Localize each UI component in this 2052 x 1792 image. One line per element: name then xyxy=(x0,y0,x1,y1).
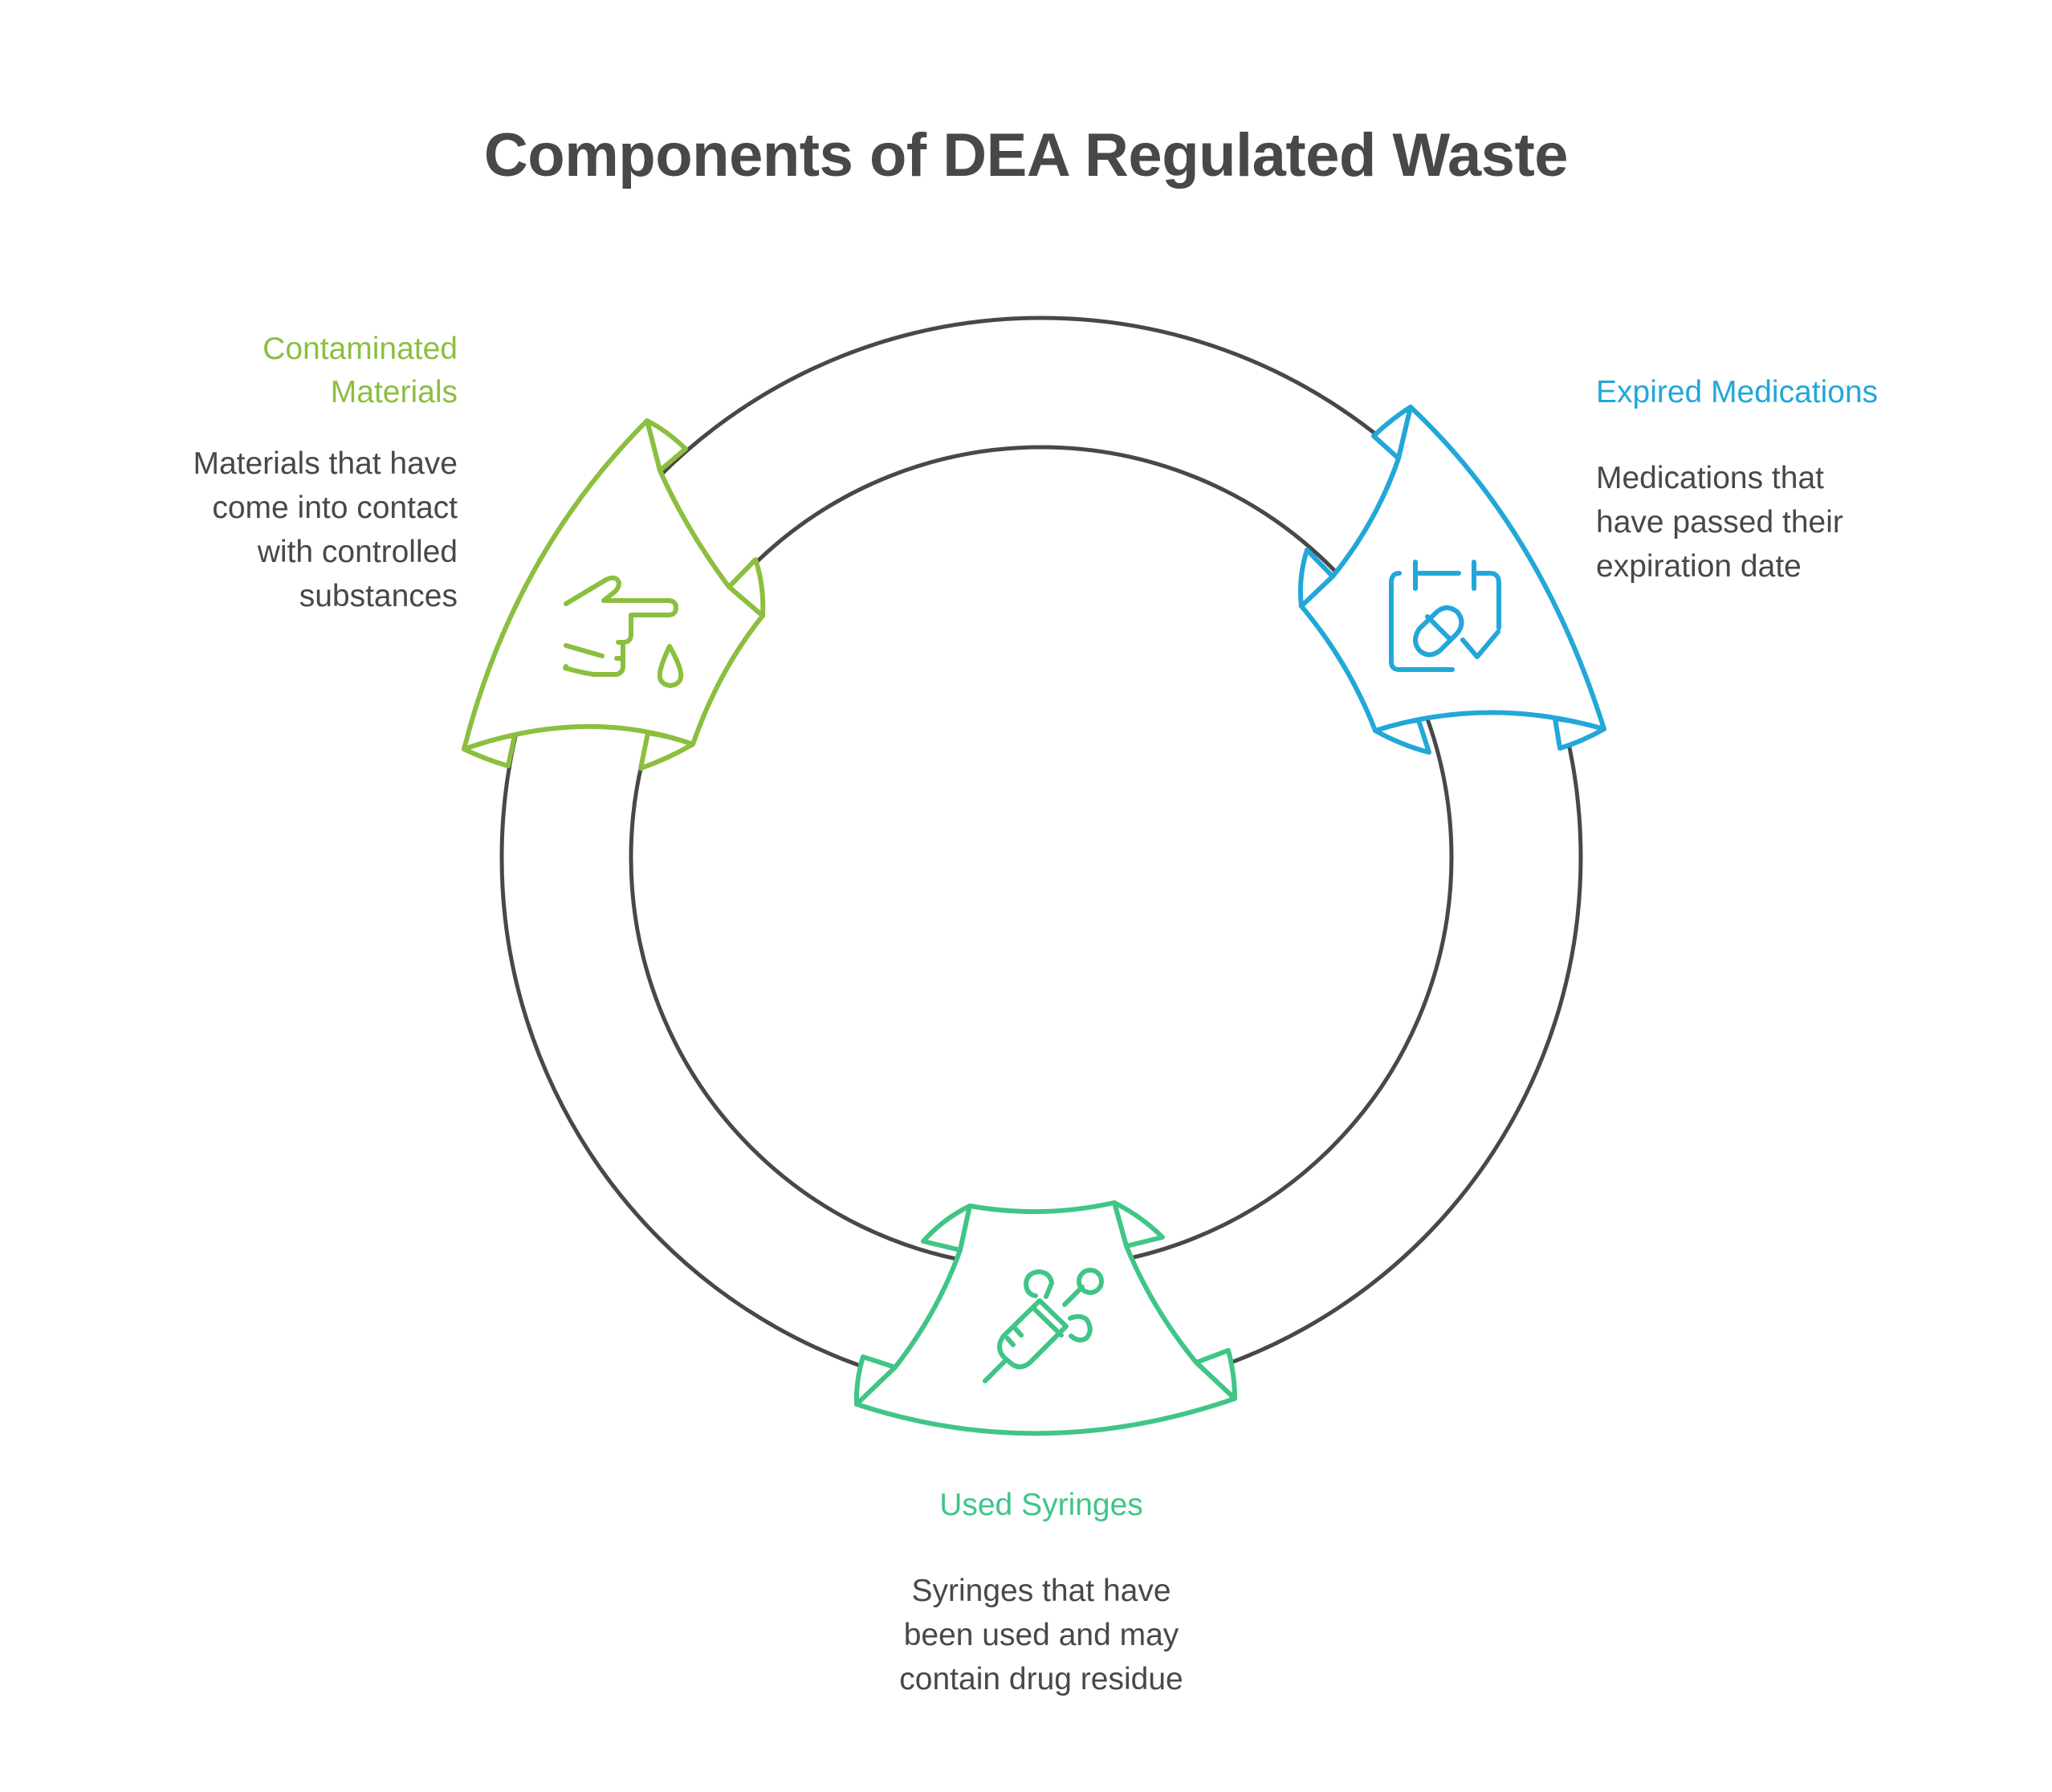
description-line: come into contact xyxy=(212,491,458,525)
arrow-body xyxy=(1299,405,1606,733)
description-line: substances xyxy=(299,579,458,613)
component-title-line: Used Syringes xyxy=(939,1488,1143,1522)
description-line: with controlled xyxy=(257,535,458,569)
arrow-body xyxy=(462,418,765,751)
calendar-pill-check-icon xyxy=(1389,560,1501,672)
syringe-icon xyxy=(983,1268,1104,1383)
description-line: contain drug residue xyxy=(899,1662,1183,1696)
component-description: Medications that have passed their expir… xyxy=(1596,456,1965,589)
component-description: Materials that have come into contact wi… xyxy=(120,442,458,618)
description-line: Syringes that have xyxy=(911,1574,1171,1608)
component-used-syringes: Used Syringes Syringes that have been us… xyxy=(841,1484,1242,1701)
arrow-flap xyxy=(1112,1200,1165,1248)
description-line: Materials that have xyxy=(193,446,458,481)
component-title: Expired Medications xyxy=(1596,371,1965,414)
description-line: expiration date xyxy=(1596,549,1802,584)
description-line: Medications that xyxy=(1596,461,1824,495)
component-description: Syringes that have been used and may con… xyxy=(841,1569,1242,1701)
component-title-line: Contaminated xyxy=(263,332,458,366)
component-title: Contaminated Materials xyxy=(120,328,458,414)
component-expired-medications: Expired Medications Medications that hav… xyxy=(1596,371,1965,589)
arrow-expired-medications xyxy=(1297,405,1606,755)
page-title: Components of DEA Regulated Waste xyxy=(483,121,1569,189)
component-title-line: Expired Medications xyxy=(1596,375,1879,409)
component-contaminated-materials: Contaminated Materials Materials that ha… xyxy=(120,328,458,618)
component-title: Used Syringes xyxy=(841,1484,1242,1527)
arrow-flap xyxy=(921,1203,972,1252)
description-line: been used and may xyxy=(903,1618,1179,1652)
description-line: have passed their xyxy=(1596,505,1843,540)
component-title-line: Materials xyxy=(330,375,458,409)
hand-pointing-drop-icon xyxy=(563,575,684,688)
arrow-contaminated-materials xyxy=(462,418,766,771)
